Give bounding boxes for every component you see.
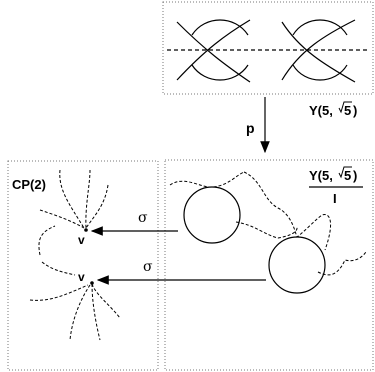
- arrow-sigma-2-label: σ: [143, 259, 153, 275]
- radical-sign: [338, 101, 352, 114]
- left-box: CP(2) v v: [7, 160, 159, 371]
- right-box-curve-1: [169, 171, 245, 188]
- right-box-circle-1: [183, 186, 241, 244]
- left-box-curves-v2: [29, 261, 121, 341]
- svg-text:I: I: [333, 191, 337, 206]
- right-box-curve-4: [317, 251, 367, 276]
- arrow-sigma-1: σ: [90, 210, 178, 236]
- svg-text:Y(5,: Y(5,: [309, 103, 333, 118]
- right-box-label: Y(5, 5 ) I: [309, 166, 363, 206]
- right-box-border: [164, 159, 374, 371]
- top-box-border: [162, 1, 374, 95]
- right-box-curve-2: [235, 221, 298, 239]
- svg-text:5: 5: [344, 168, 351, 183]
- point-v1: [84, 228, 88, 232]
- right-box: Y(5, 5 ) I: [164, 159, 374, 371]
- top-box: Y(5, 5 ): [162, 1, 374, 118]
- radical-sign: [338, 166, 352, 179]
- arrow-p-label: p: [246, 120, 255, 136]
- svg-text:): ): [353, 103, 357, 118]
- right-box-circle-2: [268, 236, 326, 294]
- point-v1-label: v: [78, 233, 85, 247]
- right-box-curve-3: [243, 171, 332, 251]
- top-curve-left: [176, 19, 251, 83]
- left-box-curves-v1: [38, 169, 109, 256]
- arrow-sigma-2: σ: [96, 259, 266, 285]
- left-box-border: [7, 160, 159, 371]
- point-v2-label: v: [78, 270, 85, 284]
- left-box-label: CP(2): [12, 177, 46, 192]
- svg-text:5: 5: [344, 103, 351, 118]
- top-box-label: Y(5, 5 ): [309, 101, 357, 118]
- arrow-p: p: [246, 97, 270, 154]
- top-curve-right: [281, 19, 356, 83]
- point-v2: [90, 281, 94, 285]
- arrow-sigma-1-label: σ: [138, 210, 148, 226]
- svg-text:Y(5,: Y(5,: [309, 168, 333, 183]
- svg-text:): ): [353, 168, 357, 183]
